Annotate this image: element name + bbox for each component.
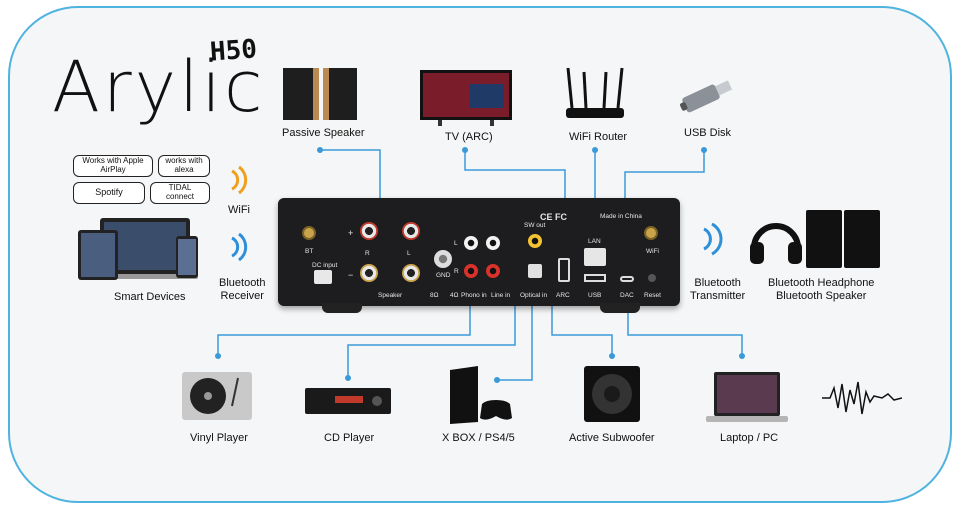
ohm8-label: 8Ω: [430, 292, 439, 299]
tv-label: TV (ARC): [445, 131, 493, 143]
model-name: H50: [209, 34, 258, 68]
lan-port: [584, 248, 606, 266]
dac-label: DAC: [620, 292, 634, 299]
bluetooth-transmitter-label: Bluetooth Transmitter: [690, 277, 746, 302]
line-in-r-jack: [486, 264, 500, 278]
dc-input-label: DC input: [312, 262, 338, 269]
sound-wave-icon: [822, 381, 902, 415]
speaker-l-label: L: [407, 250, 411, 257]
bluetooth-receiver-label: Bluetooth Receiver: [219, 277, 266, 302]
laptop-icon: [706, 372, 788, 422]
smart-devices-icon: [78, 218, 198, 280]
speaker-r-plus-terminal: [360, 222, 378, 240]
laptop-label: Laptop / PC: [720, 432, 779, 444]
arc-hdmi-port: [558, 258, 570, 282]
line-in-l-jack: [486, 236, 500, 250]
usb-port: [584, 274, 606, 282]
wifi-port-label: WiFi: [646, 248, 659, 255]
wifi-router-label: WiFi Router: [569, 131, 628, 143]
amplifier-rear-panel: BT DC input + − R L Speaker GND 8Ω 4Ω L …: [278, 198, 680, 306]
cd-player-label: CD Player: [324, 432, 375, 444]
phono-in-l-jack: [464, 236, 478, 250]
vinyl-player-label: Vinyl Player: [190, 432, 248, 444]
phono-l-label: L: [454, 240, 458, 247]
brand-logo: Arylic: [52, 46, 266, 128]
wifi-router-icon: [566, 67, 624, 118]
ohm4-label: 4Ω: [450, 292, 459, 299]
smart-devices-label: Smart Devices: [114, 291, 186, 303]
lan-label: LAN: [588, 238, 601, 245]
speaker-label: Speaker: [378, 292, 403, 299]
speaker-plus-sign: +: [348, 228, 354, 238]
cd-player-icon: [305, 388, 391, 414]
wifi-antenna-connector: [644, 226, 658, 240]
sw-out-jack: [528, 234, 542, 248]
gnd-screw: [434, 250, 452, 268]
active-subwoofer-label: Active Subwoofer: [569, 432, 655, 444]
optical-in-label: Optical in: [520, 292, 548, 299]
bluetooth-transmitter-wave-icon: [703, 222, 723, 256]
bt-port-label: BT: [305, 248, 314, 255]
speaker-minus-sign: −: [348, 270, 354, 280]
reset-label: Reset: [644, 292, 661, 299]
reset-button[interactable]: [648, 274, 656, 282]
airplay-badge: Works with Apple AirPlay: [73, 155, 153, 177]
wifi-label: WiFi: [228, 204, 250, 216]
speaker-l-plus-terminal: [402, 222, 420, 240]
alexa-badge: works with alexa: [158, 155, 210, 177]
amp-foot-left: [322, 303, 362, 313]
bt-antenna-connector: [302, 226, 316, 240]
sw-out-label: SW out: [524, 222, 546, 229]
gnd-label: GND: [436, 272, 451, 279]
usb-label: USB: [588, 292, 602, 299]
amp-foot-right: [600, 303, 640, 313]
tidal-badge: TIDAL connect: [150, 182, 210, 204]
arc-label: ARC: [556, 292, 570, 299]
bt-headphone-speaker-icon: [750, 210, 880, 268]
speaker-l-minus-terminal: [402, 264, 420, 282]
phono-in-label: Phono in: [461, 292, 487, 299]
cert-marks: CE FC: [540, 212, 567, 222]
speaker-r-label: R: [365, 250, 370, 257]
spotify-badge: Spotify: [73, 182, 145, 204]
made-in-label: Made in China: [600, 213, 642, 220]
bluetooth-wave-icon: [231, 232, 248, 262]
game-console-label: X BOX / PS4/5: [442, 432, 515, 444]
active-subwoofer-icon: [584, 366, 640, 422]
speaker-r-minus-terminal: [360, 264, 378, 282]
passive-speaker-label: Passive Speaker: [282, 127, 365, 139]
optical-in-port: [528, 264, 542, 278]
phono-r-label: R: [454, 268, 459, 275]
dac-usbc-port: [620, 276, 634, 282]
line-in-label: Line in: [491, 292, 511, 299]
passive-speaker-icon: [283, 68, 357, 120]
bt-headphone-label: Bluetooth Headphone Bluetooth Speaker: [768, 277, 875, 302]
dc-input-port: [314, 270, 332, 284]
usb-disk-label: USB Disk: [684, 127, 732, 139]
vinyl-player-icon: [182, 372, 252, 420]
wifi-wave-icon: [231, 165, 248, 195]
usb-disk-icon: [680, 80, 733, 113]
phono-in-r-jack: [464, 264, 478, 278]
tv-icon: [420, 70, 512, 126]
game-console-icon: [450, 366, 512, 424]
